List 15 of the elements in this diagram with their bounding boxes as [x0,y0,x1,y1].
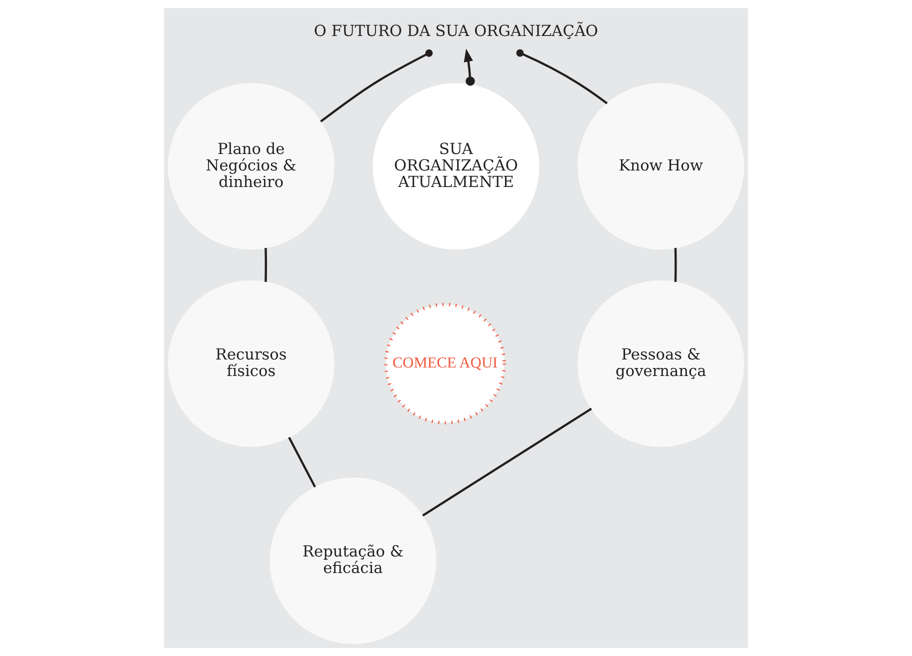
connector [264,248,267,282]
node-circle: Know How [578,83,744,250]
arrow [464,48,475,86]
connector [422,408,592,516]
connector [516,49,608,104]
node-text: O FUTURO DA SUA ORGANIZAÇÃO [314,22,598,40]
connector [674,248,677,282]
node-circle: Recursos físicos [168,280,334,447]
connector [288,436,316,488]
node-circle: COMECE AQUI [384,302,506,424]
node-circle: SUA ORGANIZAÇÃO ATUALMENTE [372,83,540,250]
node-circle: Pessoas & governança [578,280,744,447]
connector [320,49,433,122]
node-circle: Reputação & eficácia [270,478,436,644]
node-circle: Plano de Negócios & dinheiro [168,83,334,250]
